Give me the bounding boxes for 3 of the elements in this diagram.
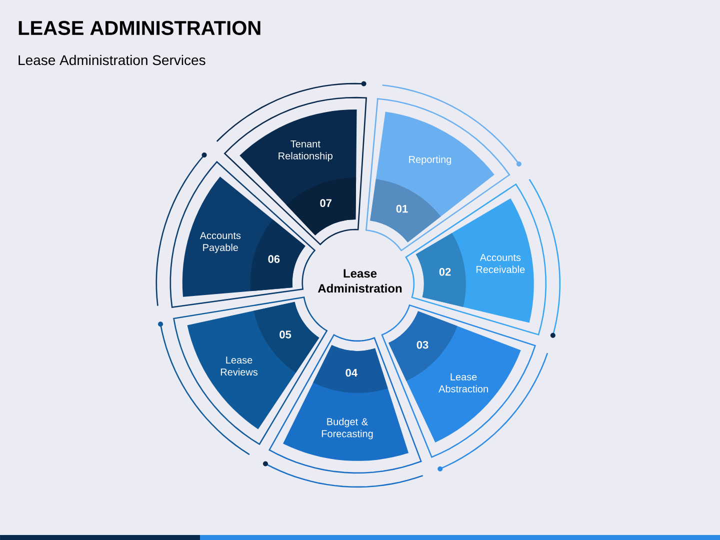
title: LEASE ADMINISTRATION: [18, 20, 260, 36]
subtitle: Lease Administration Services: [18, 54, 206, 66]
center-label: Lease Administration: [318, 269, 402, 293]
